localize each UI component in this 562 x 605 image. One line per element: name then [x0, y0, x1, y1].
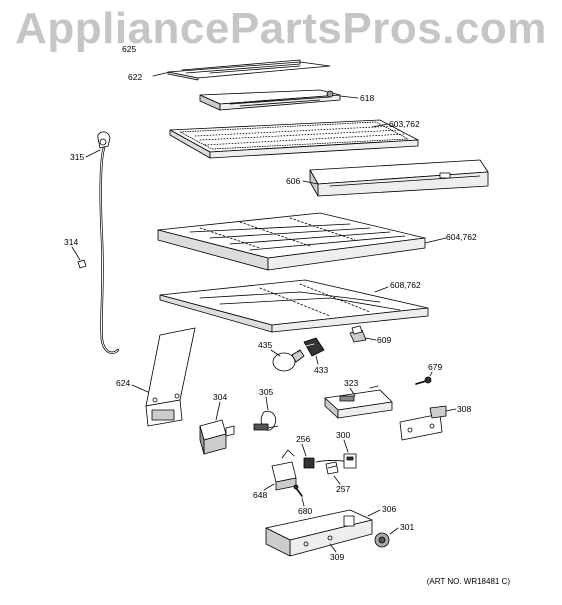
- leader-308: [445, 408, 457, 412]
- part-603-shelf: [169, 119, 419, 159]
- label-314: 314: [64, 237, 78, 247]
- label-323: 323: [344, 378, 358, 388]
- leader-679: [429, 371, 433, 377]
- part-680-screw: [293, 484, 303, 497]
- label-609: 609: [377, 335, 391, 345]
- part-606-frame: [309, 159, 489, 197]
- leader-314: [71, 246, 81, 261]
- part-256-relay: [303, 457, 315, 469]
- leader-257: [333, 475, 341, 485]
- leader-608: [374, 286, 389, 293]
- part-608-cover: [159, 279, 429, 333]
- part-315-tube: [97, 131, 120, 354]
- part-304-housing: [199, 419, 235, 455]
- label-618: 618: [360, 93, 374, 103]
- leader-305: [265, 396, 269, 411]
- label-625: 625: [122, 44, 136, 54]
- part-306-bracket: [265, 509, 373, 557]
- label-305: 305: [259, 387, 273, 397]
- label-648: 648: [253, 490, 267, 500]
- label-256: 256: [296, 434, 310, 444]
- part-679-screw: [415, 376, 432, 385]
- leader-433: [315, 355, 319, 365]
- label-433: 433: [314, 365, 328, 375]
- part-609: [349, 325, 367, 343]
- part-604-cover: [157, 212, 426, 271]
- leader-648: [263, 483, 275, 491]
- part-618-light-housing: [199, 89, 341, 111]
- label-300: 300: [336, 430, 350, 440]
- label-315: 315: [70, 152, 84, 162]
- label-604: 604,762: [446, 232, 477, 242]
- leader-680: [301, 497, 305, 507]
- part-648-block: [271, 449, 297, 491]
- label-309: 309: [330, 552, 344, 562]
- label-257: 257: [336, 484, 350, 494]
- leader-622: [152, 71, 171, 77]
- leader-323: [349, 387, 356, 397]
- label-624: 624: [116, 378, 130, 388]
- leader-256: [301, 443, 307, 457]
- part-300-harness: [315, 453, 357, 469]
- label-680: 680: [298, 506, 312, 516]
- part-435-bulb: [272, 349, 305, 372]
- leader-435: [270, 349, 281, 357]
- part-257: [325, 461, 339, 475]
- label-603: 603,762: [389, 119, 420, 129]
- label-679: 679: [428, 362, 442, 372]
- label-306: 306: [382, 504, 396, 514]
- label-622: 622: [128, 72, 142, 82]
- leader-306: [367, 509, 381, 517]
- leader-300: [343, 439, 349, 453]
- part-305-thermostat: [253, 410, 279, 431]
- label-435: 435: [258, 340, 272, 350]
- leader-304: [215, 401, 221, 421]
- label-308: 308: [457, 404, 471, 414]
- leader-606: [302, 180, 319, 185]
- part-323-box: [324, 385, 393, 419]
- leader-604: [424, 237, 447, 244]
- art-number: (ART NO. WR18481 C): [426, 577, 510, 586]
- label-304: 304: [213, 392, 227, 402]
- part-622-bracket: [167, 59, 331, 81]
- leader-618: [339, 95, 359, 99]
- part-314-clip: [77, 259, 87, 269]
- label-606: 606: [286, 176, 300, 186]
- leader-603: [371, 123, 389, 128]
- leader-315: [85, 149, 101, 158]
- leader-301: [389, 527, 399, 535]
- leader-309: [329, 543, 337, 553]
- part-433-socket: [303, 337, 325, 357]
- part-301-grommet: [374, 532, 390, 548]
- label-301: 301: [400, 522, 414, 532]
- leader-624: [131, 384, 149, 393]
- leader-609: [365, 337, 377, 341]
- part-624-plate: [145, 327, 196, 427]
- part-308-bracket: [399, 405, 447, 441]
- label-608: 608,762: [390, 280, 421, 290]
